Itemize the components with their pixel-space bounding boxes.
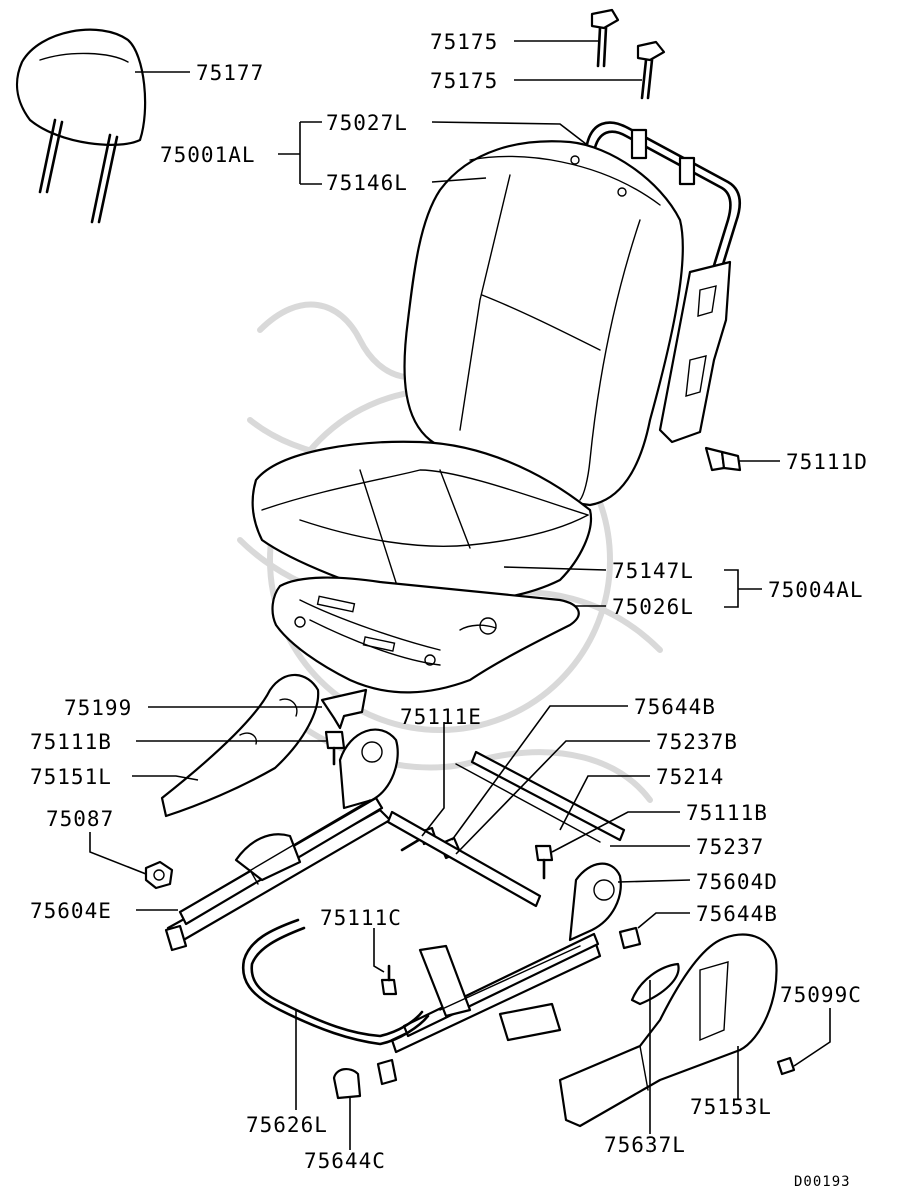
bolt-75111B-left [324,730,346,766]
label-75644C: 75644C [304,1149,386,1173]
wire-frame-75626L [241,918,430,1046]
label-75237: 75237 [696,835,764,859]
label-75604E: 75604E [30,899,112,923]
bracket-75199 [320,688,368,730]
seat-pan [271,576,580,694]
seat-cushion [251,440,593,604]
screw-75099C [776,1056,796,1076]
label-75644B-upper: 75644B [634,695,716,719]
label-75111C: 75111C [320,906,402,930]
label-75644B-right: 75644B [696,902,778,926]
seat-rail-left [164,728,399,952]
headrest [16,28,147,224]
label-75199: 75199 [64,696,132,720]
label-75637L: 75637L [604,1133,686,1157]
label-75001AL: 75001AL [160,143,256,167]
clip-75644C [332,1068,362,1100]
clip-75644B-right [618,926,642,950]
label-75111B-right: 75111B [686,801,768,825]
seat-back [403,121,742,507]
label-75153L: 75153L [690,1095,772,1119]
label-75237B: 75237B [656,730,738,754]
bolt-75111B-right [534,844,554,880]
label-75147L: 75147L [612,559,694,583]
label-75175-lower: 75175 [430,69,498,93]
leader-lines [89,40,831,1150]
nut-75087 [144,860,174,890]
label-75604D: 75604D [696,870,778,894]
label-75111D: 75111D [786,450,868,474]
headrest-guide-lower [636,40,666,100]
headrest-guide-upper [590,8,620,68]
bolt-75111D [704,446,742,472]
label-75146L: 75146L [326,171,408,195]
rod-75237B [386,810,542,908]
label-75111E: 75111E [400,705,482,729]
label-75175-upper: 75175 [430,30,498,54]
trim-75637L [630,962,680,1006]
rod-75214 [455,750,626,843]
bolt-75111C [380,964,398,996]
label-75027L: 75027L [326,111,408,135]
seat-rail-right [376,862,622,1086]
label-75151L: 75151L [30,765,112,789]
part-labels: 75175 75175 75177 75027L 75001AL 75146L … [30,30,868,1187]
label-75626L: 75626L [246,1113,328,1137]
side-cover-inner [160,673,320,818]
diagram-code: D00193 [794,1174,851,1187]
label-75004AL: 75004AL [768,578,864,602]
label-75026L: 75026L [612,595,694,619]
label-75111B-left: 75111B [30,730,112,754]
label-75214: 75214 [656,765,724,789]
label-75087: 75087 [46,807,114,831]
label-75099C: 75099C [780,983,862,1007]
label-75177: 75177 [196,61,264,85]
side-cover-outer [558,933,778,1128]
